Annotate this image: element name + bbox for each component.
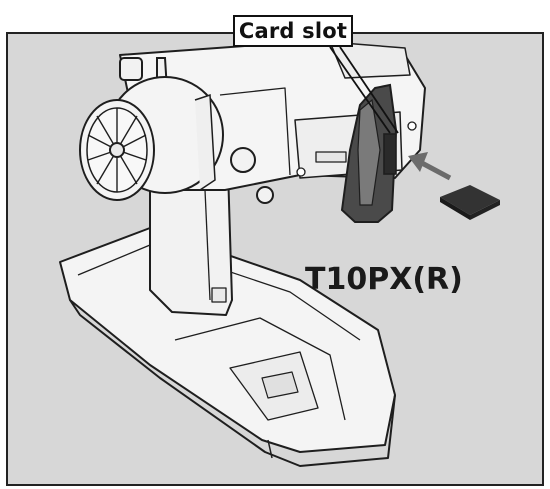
- callout-pointer: [329, 46, 399, 134]
- insert-arrow-icon: [408, 152, 452, 181]
- microsd-card-icon: [440, 185, 500, 220]
- throttle-trigger: [340, 83, 398, 223]
- card-slot: [383, 133, 397, 175]
- model-name-label: T10PX(R): [305, 262, 463, 297]
- card-slot-callout: Card slot: [233, 15, 353, 47]
- transmitter-knobs: [119, 57, 274, 204]
- transmitter-grip: [149, 169, 233, 316]
- steering-wheel: [79, 76, 224, 201]
- transmitter-base: [59, 227, 396, 467]
